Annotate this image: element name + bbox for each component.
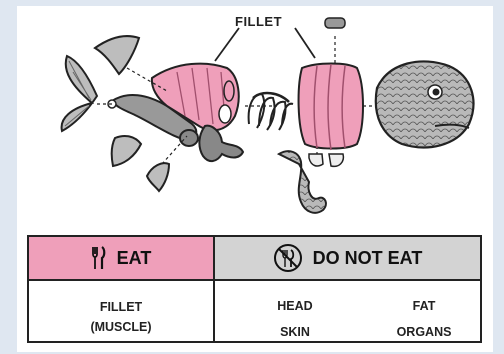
fillet-pointer-lines [215, 28, 315, 61]
fork-knife-icon [91, 246, 107, 270]
fish-head [376, 61, 474, 147]
fillet-callout-label: FILLET [235, 14, 282, 29]
small-bone-piece [325, 18, 345, 28]
organs [199, 126, 243, 161]
eat-header: EAT [29, 237, 215, 281]
do-not-eat-item-organs: ORGANS [384, 319, 464, 345]
eat-legend-table: EAT DO NOT EAT FILLET (MUSCLE) HEAD SKIN [27, 235, 482, 343]
do-not-eat-item-skin: SKIN [265, 319, 325, 345]
do-not-eat-item-head: HEAD [265, 293, 325, 319]
do-not-eat-header: DO NOT EAT [215, 237, 480, 281]
eat-header-label: EAT [117, 248, 152, 269]
eat-item-muscle: (MUSCLE) [29, 317, 213, 337]
pectoral-fin [112, 136, 141, 166]
exploded-fish-illustration [17, 6, 493, 226]
do-not-eat-item-fat: FAT [384, 293, 464, 319]
pelvic-fin [147, 163, 169, 191]
eat-items-cell: FILLET (MUSCLE) [29, 281, 215, 341]
do-not-eat-column-2: FAT ORGANS [384, 293, 464, 345]
eat-item-fillet: FILLET [29, 297, 213, 317]
do-not-eat-column-1: HEAD SKIN [265, 293, 325, 345]
tail-fin [62, 56, 97, 131]
do-not-eat-header-label: DO NOT EAT [313, 248, 423, 269]
no-fork-knife-icon [273, 243, 303, 273]
figure-frame: FILLET EAT DO NOT EAT [17, 6, 493, 352]
dorsal-fin [95, 36, 139, 74]
rib-bones [249, 93, 293, 130]
right-fillet [299, 64, 363, 149]
